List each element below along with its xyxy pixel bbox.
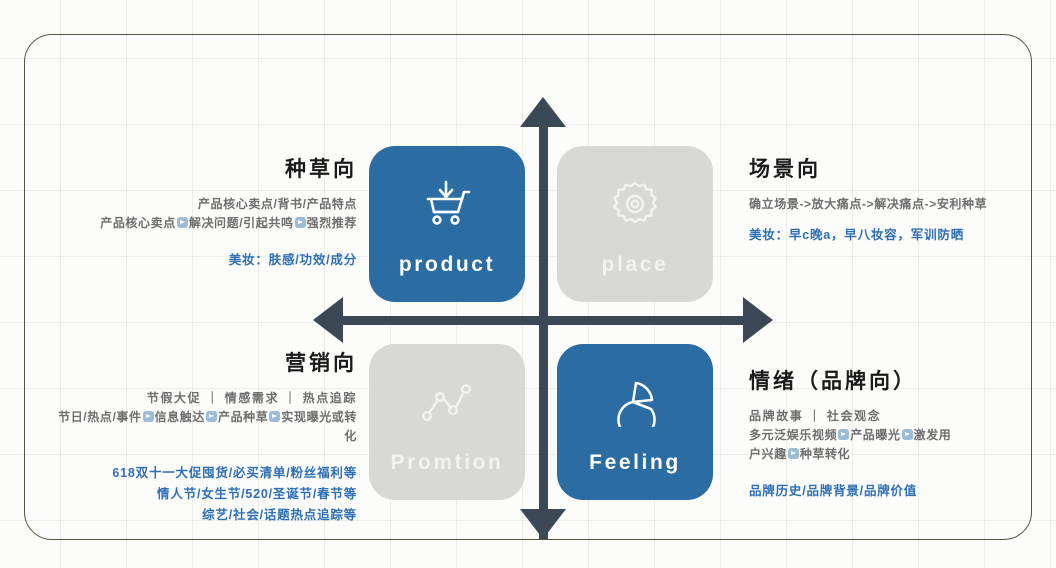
tile-product[interactable]: product <box>369 146 525 302</box>
quadrant-bottom-left-heading: 营销向 <box>285 352 357 375</box>
quadrant-top-right: 场景向 确立场景->放大痛点->解决痛点->安利种草 美妆：早c晚a，早八妆容，… <box>749 153 1056 246</box>
tile-feeling-label: Feeling <box>589 451 681 474</box>
flow-arrow-icon <box>901 429 913 440</box>
vertical-axis-line <box>539 123 548 539</box>
horizontal-axis-line <box>331 316 755 325</box>
quadrant-bottom-left: 营销向 节假大促 ｜ 情感需求 ｜ 热点追踪 节日/热点/事件信息触达产品种草实… <box>47 347 357 526</box>
tile-promtion-label: Promtion <box>390 451 504 474</box>
tile-promtion[interactable]: Promtion <box>369 344 525 500</box>
tile-place[interactable]: place <box>557 146 713 302</box>
quadrant-top-left-gray-line-1: 产品核心卖点/背书/产品特点 <box>197 197 357 211</box>
flow-arrow-icon <box>294 217 306 228</box>
quadrant-bottom-left-gray-line-2: 节日/热点/事件信息触达产品种草实现曝光或转化 <box>58 410 357 443</box>
quadrant-bottom-left-blue-line-2: 情人节/女生节/520/圣诞节/春节等 <box>157 487 357 501</box>
flow-arrow-icon <box>787 448 799 459</box>
quadrant-top-right-blue-line-1: 美妆：早c晚a，早八妆容，军训防晒 <box>749 228 965 242</box>
quadrant-bottom-left-blue-line-3: 综艺/社会/话题热点追踪等 <box>202 508 357 522</box>
gear-icon <box>610 171 660 237</box>
quadrant-top-right-heading: 场景向 <box>749 158 821 181</box>
pie-chart-icon <box>609 369 661 435</box>
flow-arrow-icon <box>838 429 850 440</box>
quadrant-bottom-right: 情绪（品牌向） 品牌故事 ｜ 社会观念 多元泛娱乐视频产品曝光激发用 户兴趣种草… <box>749 365 1056 502</box>
quadrant-top-right-gray-line-1: 确立场景->放大痛点->解决痛点->安利种草 <box>749 197 988 211</box>
quadrant-bottom-right-gray-line-2: 多元泛娱乐视频产品曝光激发用 <box>749 428 952 442</box>
tile-feeling[interactable]: Feeling <box>557 344 713 500</box>
line-chart-icon <box>419 369 475 435</box>
quadrant-bottom-right-heading: 情绪（品牌向） <box>749 370 917 393</box>
quadrant-top-left: 种草向 产品核心卖点/背书/产品特点 产品核心卖点解决问题/引起共鸣强烈推荐 美… <box>55 153 357 271</box>
axis-arrow-right-icon <box>743 297 773 343</box>
quadrant-top-left-blue-line-1: 美妆：肤感/功效/成分 <box>228 253 357 267</box>
quadrant-bottom-right-gray-line-3: 户兴趣种草转化 <box>749 447 851 461</box>
quadrant-top-left-heading: 种草向 <box>285 158 357 181</box>
quadrant-bottom-right-blue-line-1: 品牌历史/品牌背景/品牌价值 <box>749 484 918 498</box>
quadrant-bottom-left-blue-line-1: 618双十一大促囤货/必买清单/粉丝福利等 <box>112 466 357 480</box>
axis-arrow-up-icon <box>520 97 566 127</box>
quadrant-top-left-gray-line-2: 产品核心卖点解决问题/引起共鸣强烈推荐 <box>100 216 357 230</box>
quadrant-canvas: product place <box>25 35 1031 539</box>
axis-arrow-left-icon <box>313 297 343 343</box>
flow-arrow-icon <box>142 411 154 422</box>
quadrant-bottom-right-gray-line-1: 品牌故事 ｜ 社会观念 <box>749 409 882 423</box>
tile-product-label: product <box>398 253 496 276</box>
shopping-cart-download-icon <box>420 171 474 237</box>
quadrant-bottom-left-gray-line-1: 节假大促 ｜ 情感需求 ｜ 热点追踪 <box>146 391 357 405</box>
flow-arrow-icon <box>205 411 217 422</box>
diagram-frame: product place <box>24 34 1032 540</box>
axis-arrow-down-icon <box>520 509 566 539</box>
tile-place-label: place <box>601 253 669 276</box>
flow-arrow-icon <box>269 411 281 422</box>
flow-arrow-icon <box>176 217 188 228</box>
